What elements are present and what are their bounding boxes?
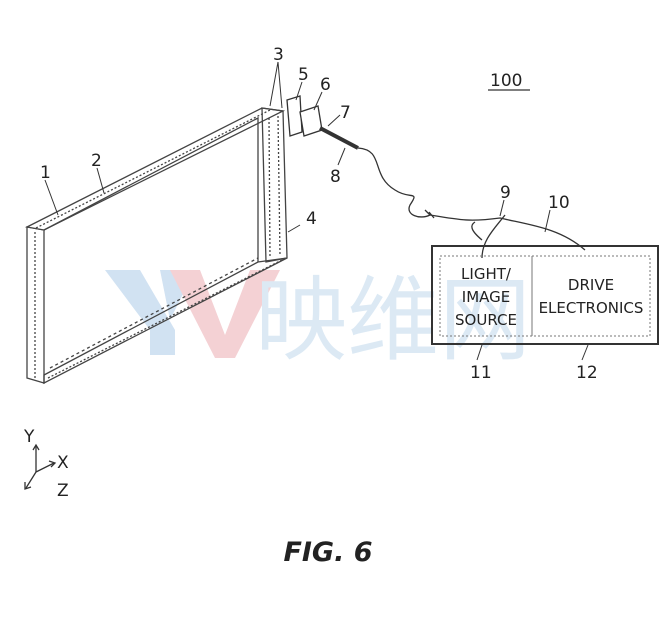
label-5: 5 — [298, 65, 309, 85]
label-10: 10 — [548, 193, 570, 213]
label-4: 4 — [306, 209, 317, 229]
control-unit: LIGHT/ IMAGE SOURCE DRIVE ELECTRONICS — [431, 245, 659, 345]
label-7: 7 — [340, 103, 351, 123]
watermark-text: 映维网 — [255, 267, 531, 374]
axis-x-label: X — [57, 453, 69, 473]
drive-label: DRIVE — [568, 276, 614, 294]
label-11: 11 — [470, 363, 492, 383]
drive-electronics-block — [531, 255, 651, 337]
axis-z-label: Z — [57, 481, 69, 501]
label-6: 6 — [320, 75, 331, 95]
label-12: 12 — [576, 363, 598, 383]
figure-caption: FIG. 6 — [283, 537, 372, 568]
coupler-components — [286, 95, 586, 259]
leader-lines — [44, 61, 589, 361]
axis-indicator — [24, 443, 57, 490]
light-source-label: SOURCE — [455, 311, 517, 329]
label-3: 3 — [273, 45, 284, 65]
waveguide-panel — [24, 107, 288, 385]
figure-reference-100: 100 — [490, 71, 522, 91]
axis-y-label: Y — [23, 427, 35, 447]
light-source-label: IMAGE — [462, 288, 510, 306]
label-1: 1 — [40, 163, 51, 183]
label-2: 2 — [91, 151, 102, 171]
label-8: 8 — [330, 167, 341, 187]
light-source-label: LIGHT/ — [461, 265, 512, 283]
watermark: 映维网 — [105, 267, 531, 374]
reference-numerals: 1 2 3 4 5 6 7 8 9 10 11 12 100 — [40, 45, 598, 383]
label-9: 9 — [500, 183, 511, 203]
drive-label: ELECTRONICS — [539, 299, 644, 317]
